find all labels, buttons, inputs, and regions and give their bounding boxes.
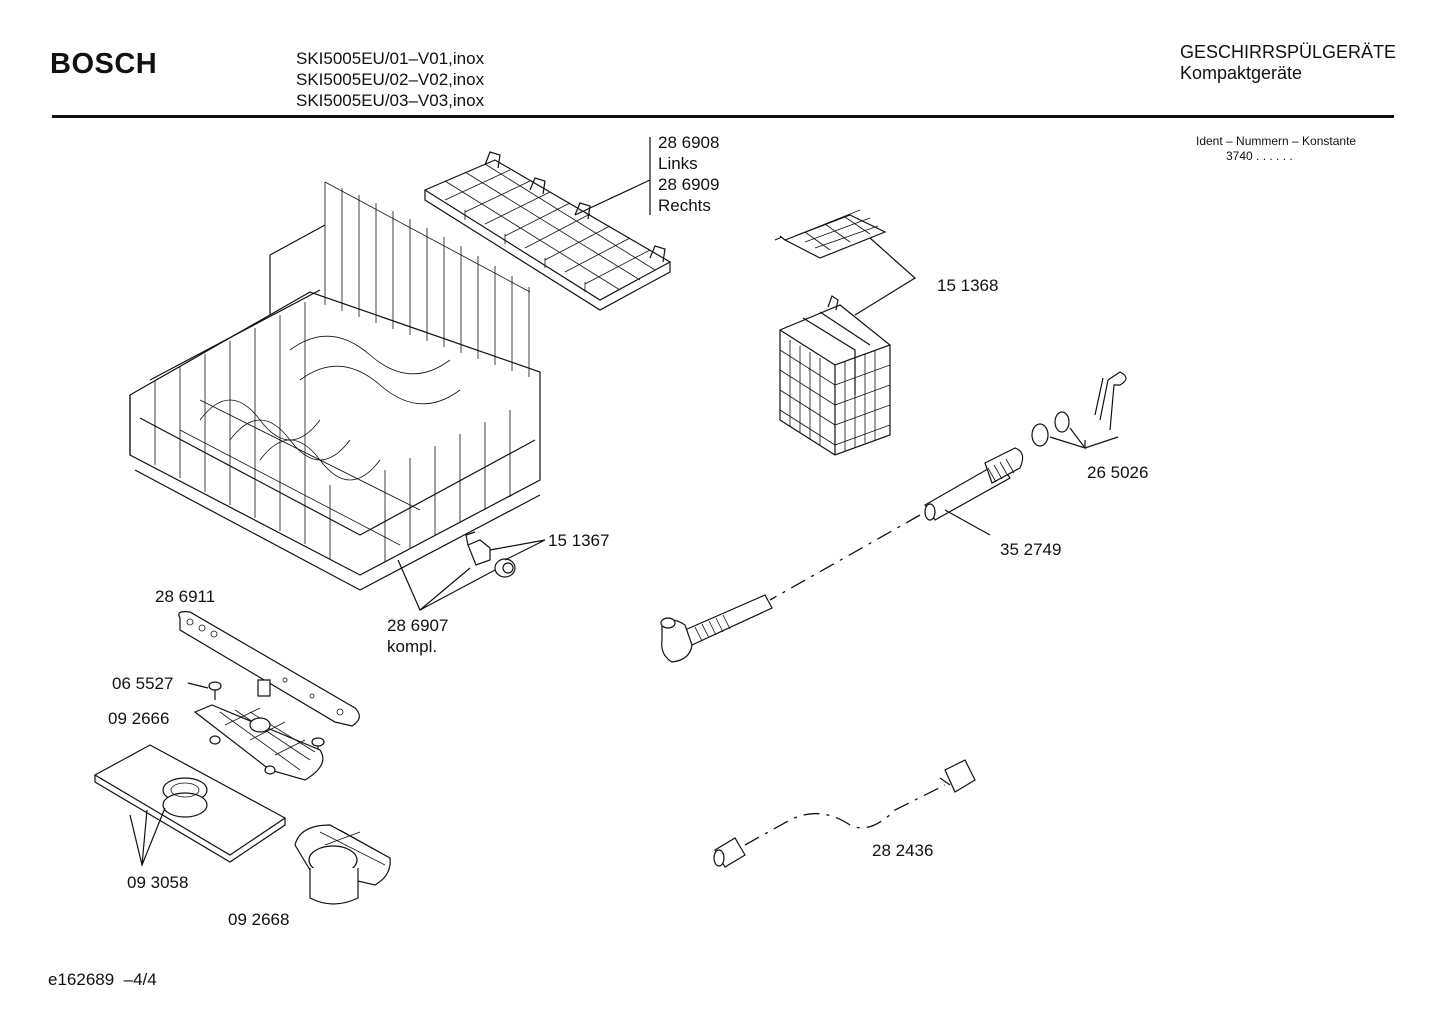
part-286911-number: 28 6911 [155, 587, 216, 606]
inlet-hose-drawing [713, 759, 976, 868]
part-352749-number: 35 2749 [1000, 540, 1062, 559]
fine-filter-drawing [294, 824, 391, 905]
page-number: –4/4 [123, 970, 157, 989]
leader-151368 [854, 237, 917, 316]
ident-title: Ident – Nummern – Konstante [1196, 134, 1357, 148]
category-block: GESCHIRRSPÜLGERÄTE Kompaktgeräte [1180, 42, 1396, 84]
part-286907-number: 28 6907 [387, 616, 449, 635]
part-286909-number: 28 6909 [658, 175, 720, 194]
cutlery-lid-drawing [774, 209, 887, 259]
screws-drawing [208, 681, 325, 756]
part-151368-number: 15 1368 [937, 276, 999, 295]
part-286908-note: Links [658, 154, 698, 173]
leader-286907 [397, 559, 496, 611]
drain-hose-drawing [924, 447, 1024, 521]
ident-value: 3740 . . . . . . [1226, 149, 1293, 163]
part-286908-number: 28 6908 [658, 133, 720, 152]
header-divider [52, 115, 1394, 118]
category-subtitle: Kompaktgeräte [1180, 63, 1303, 83]
hose-dashed-path [769, 514, 921, 601]
part-093058-number: 09 3058 [127, 873, 189, 892]
cup-rack-drawing [423, 151, 672, 311]
part-265026-number: 26 5026 [1087, 463, 1149, 482]
part-286907-note: kompl. [387, 637, 438, 656]
model-line-1: SKI5005EU/01–V01,inox [296, 49, 485, 68]
leader-352749 [944, 509, 991, 536]
part-065527-number: 06 5527 [112, 674, 174, 693]
leader-093058 [129, 807, 166, 867]
part-286909-note: Rechts [658, 196, 711, 215]
hose-clip-drawing [1031, 371, 1127, 447]
part-092666-number: 09 2666 [108, 709, 170, 728]
leader-151367 [489, 539, 546, 561]
footer-doc-id: e162689 –4/4 [48, 970, 157, 990]
model-line-3: SKI5005EU/03–V03,inox [296, 91, 485, 110]
model-line-2: SKI5005EU/02–V02,inox [296, 70, 485, 89]
doc-number: e162689 [48, 970, 115, 989]
leader-286908 [574, 137, 651, 216]
part-092668-number: 09 2668 [228, 910, 290, 929]
part-151367-number: 15 1367 [548, 531, 610, 550]
filter-drawing [193, 704, 324, 781]
leader-265026 [1049, 427, 1119, 450]
cutlery-basket-drawing [779, 295, 891, 456]
spray-arm-drawing [178, 611, 360, 727]
hose-elbow-drawing [660, 594, 773, 663]
bracket-parts-drawing [465, 531, 516, 578]
sump-plate-drawing [93, 744, 287, 863]
ident-block: Ident – Nummern – Konstante 3740 . . . .… [1196, 134, 1356, 164]
upper-basket-drawing [129, 181, 541, 591]
brand-logo: BOSCH [50, 48, 158, 80]
part-282436-number: 28 2436 [872, 841, 934, 860]
leader-065527 [187, 682, 209, 689]
model-list: SKI5005EU/01–V01,inox SKI5005EU/02–V02,i… [296, 48, 484, 111]
category-title: GESCHIRRSPÜLGERÄTE [1180, 42, 1397, 62]
